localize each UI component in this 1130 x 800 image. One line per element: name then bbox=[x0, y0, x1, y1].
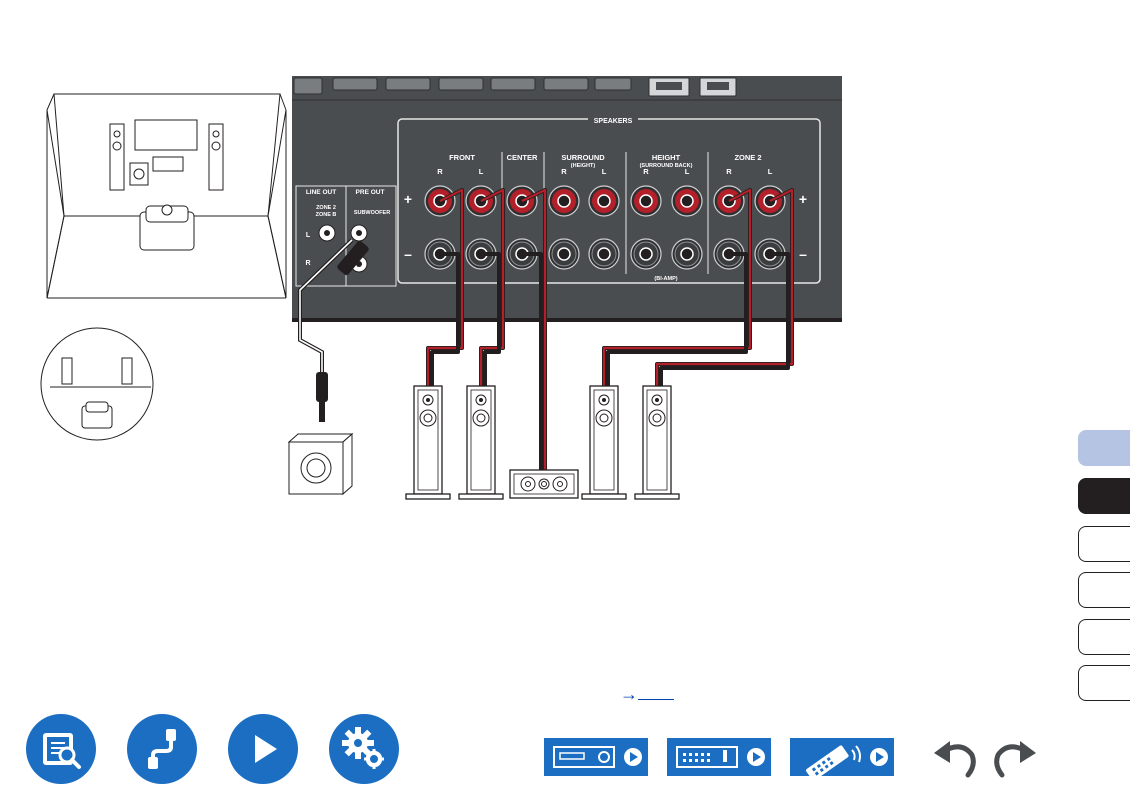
front-panel-icon bbox=[553, 746, 642, 768]
wire bbox=[522, 252, 543, 470]
wire bbox=[659, 252, 790, 386]
jack-r-label: R bbox=[305, 260, 310, 267]
zone2-room-illustration bbox=[40, 327, 154, 441]
room-layout-illustration bbox=[46, 93, 287, 299]
floor-speaker bbox=[581, 385, 627, 500]
jack-l-label: L bbox=[306, 232, 311, 239]
wire bbox=[602, 188, 752, 386]
playback-button[interactable] bbox=[228, 714, 298, 784]
surround-l-label: L bbox=[602, 167, 607, 176]
connection-diagram: SPEAKERS FRONT CENTER SURROUND (HEIGHT) … bbox=[40, 76, 842, 500]
setup-button[interactable] bbox=[329, 714, 399, 784]
zone-b-label: ZONE B bbox=[316, 212, 337, 218]
center-speaker bbox=[509, 469, 579, 499]
subwoofer-cable bbox=[298, 238, 369, 422]
minus-right-label: – bbox=[799, 246, 807, 262]
terminal-positive bbox=[630, 185, 662, 217]
remote-icon bbox=[806, 745, 888, 781]
floor-speaker bbox=[634, 385, 680, 500]
terminal-positive bbox=[588, 185, 620, 217]
rear-panel-button[interactable] bbox=[667, 738, 771, 776]
gear-icon bbox=[342, 727, 384, 769]
wire bbox=[430, 252, 460, 386]
speakers-label: SPEAKERS bbox=[594, 118, 633, 125]
wire bbox=[655, 188, 794, 386]
terminal-positive bbox=[548, 185, 580, 217]
rear-panel-icon bbox=[676, 746, 765, 768]
terminal-negative bbox=[630, 238, 662, 270]
wire bbox=[481, 252, 501, 386]
undo-icon[interactable] bbox=[932, 735, 978, 779]
floor-speaker bbox=[405, 385, 451, 500]
height-l-label: L bbox=[685, 167, 690, 176]
bi-amp-label: (BI-AMP) bbox=[654, 276, 677, 282]
line-out-label: LINE OUT bbox=[306, 189, 336, 196]
cross-reference: → bbox=[620, 684, 674, 705]
terminal-negative bbox=[548, 238, 580, 270]
side-tab-6[interactable] bbox=[1078, 665, 1130, 701]
front-label: FRONT bbox=[449, 153, 475, 162]
minus-left-label: – bbox=[404, 246, 412, 262]
front-r-label: R bbox=[437, 167, 443, 176]
speaker-wires bbox=[426, 188, 794, 470]
side-tab-3[interactable] bbox=[1078, 526, 1130, 562]
contents-icon bbox=[43, 733, 81, 769]
center-label: CENTER bbox=[507, 153, 538, 162]
redo-icon[interactable] bbox=[992, 735, 1038, 779]
zone2-r-label: R bbox=[726, 167, 732, 176]
height-label: HEIGHT bbox=[652, 153, 681, 162]
speakers-illustration bbox=[405, 385, 680, 500]
zone2-speaker-label: ZONE 2 bbox=[734, 153, 761, 162]
side-tab-5[interactable] bbox=[1078, 619, 1130, 655]
wire bbox=[521, 188, 547, 470]
terminal-negative bbox=[588, 238, 620, 270]
zone2-lineout-label: ZONE 2 bbox=[316, 205, 336, 211]
side-tab-4[interactable] bbox=[1078, 572, 1130, 608]
subwoofer-illustration bbox=[287, 432, 354, 496]
contents-button[interactable] bbox=[26, 714, 96, 784]
xref-link[interactable] bbox=[638, 685, 674, 700]
terminal-positive bbox=[671, 185, 703, 217]
wire bbox=[479, 188, 505, 386]
arrow-icon: → bbox=[620, 684, 638, 704]
plus-right-label: + bbox=[799, 191, 807, 207]
connections-button[interactable] bbox=[127, 714, 197, 784]
zone2-l-label: L bbox=[768, 167, 773, 176]
subwoofer-label: SUBWOOFER bbox=[354, 210, 390, 216]
surround-sub-label: (HEIGHT) bbox=[571, 163, 596, 169]
surround-label: SURROUND bbox=[561, 153, 605, 162]
pre-out-label: PRE OUT bbox=[356, 189, 385, 196]
front-l-label: L bbox=[479, 167, 484, 176]
remote-button[interactable] bbox=[790, 738, 894, 781]
side-tab-2[interactable] bbox=[1078, 478, 1130, 514]
terminal-negative bbox=[671, 238, 703, 270]
receiver-rear-panel: SPEAKERS FRONT CENTER SURROUND (HEIGHT) … bbox=[292, 76, 842, 322]
floor-speaker bbox=[458, 385, 504, 500]
side-tab-1[interactable] bbox=[1078, 430, 1130, 466]
height-sub-label: (SURROUND BACK) bbox=[640, 163, 693, 169]
wire bbox=[606, 252, 748, 386]
height-r-label: R bbox=[643, 167, 649, 176]
plus-left-label: + bbox=[404, 191, 412, 207]
wire bbox=[426, 188, 464, 386]
play-icon bbox=[255, 735, 277, 763]
front-panel-button[interactable] bbox=[544, 738, 648, 776]
connections-icon bbox=[148, 729, 176, 769]
surround-r-label: R bbox=[561, 167, 567, 176]
